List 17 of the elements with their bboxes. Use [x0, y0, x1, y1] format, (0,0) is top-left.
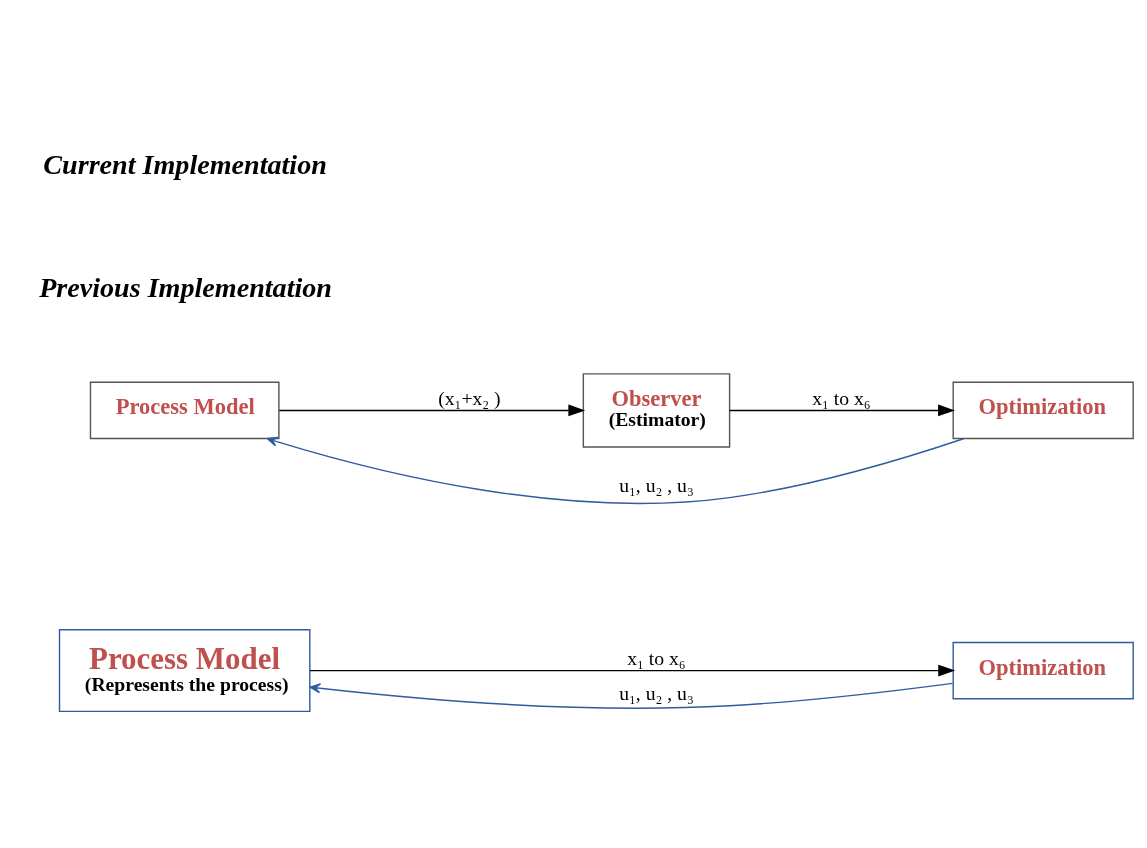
node-box: Optimization — [952, 381, 1134, 439]
edge-label: x₁ to x₆ — [812, 386, 871, 409]
edge-label: u₁, u₂ , u₃ — [619, 681, 694, 704]
arrow — [266, 436, 965, 504]
node-box: Observer (Estimator) — [582, 372, 731, 448]
arrow — [728, 404, 955, 416]
label: Previous Implementation — [39, 271, 332, 303]
node-box: Process Model (Represents the process) — [58, 628, 311, 712]
edge-label: u₁, u₂ , u₃ — [619, 473, 694, 496]
arrow — [278, 404, 586, 416]
label: Current Implementation — [43, 148, 327, 180]
node-box: Optimization — [952, 641, 1134, 699]
node-box: Process Model — [89, 381, 280, 439]
edge-label: x₁ to x₆ — [627, 646, 686, 669]
arrow — [309, 664, 956, 676]
edge-label: (x₁+x₂ ) — [438, 386, 501, 409]
arrow — [309, 682, 954, 709]
